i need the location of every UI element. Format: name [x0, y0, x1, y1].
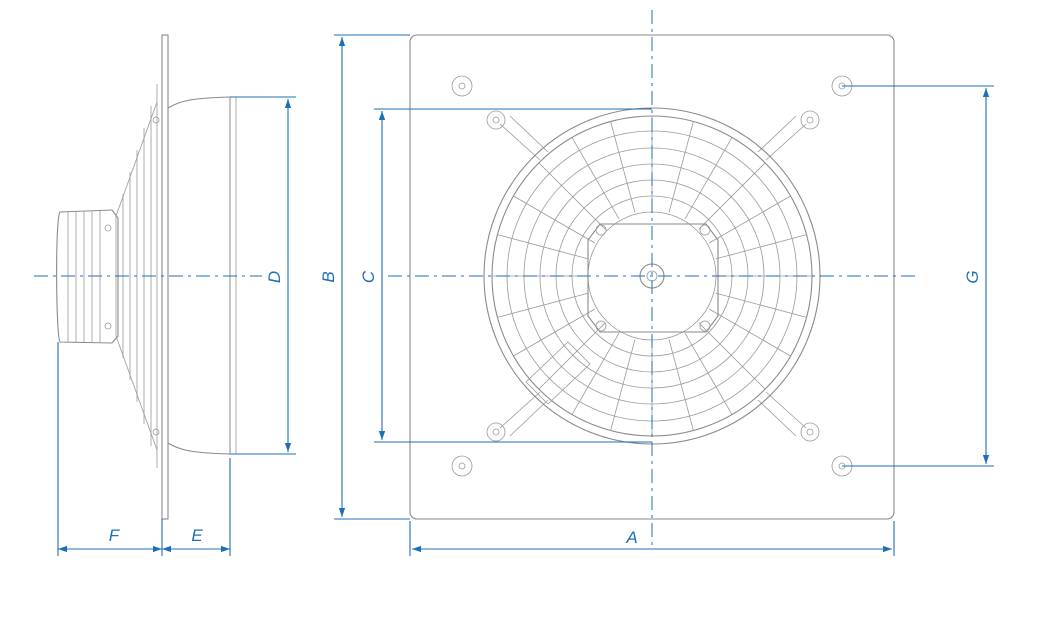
fan-guard-spokes [492, 116, 812, 436]
guard-spoke [698, 162, 766, 230]
guard-spoke [715, 292, 807, 318]
side-mounting-plate [161, 34, 169, 520]
guard-spoke [715, 234, 807, 260]
guard-spoke [497, 234, 589, 260]
guard-spoke [610, 121, 636, 213]
dimension-C-label: C [359, 270, 378, 283]
guard-spoke [571, 137, 620, 220]
guard-support-struts [486, 110, 820, 442]
dimension-A-label: A [625, 528, 637, 547]
guard-spoke [698, 322, 766, 390]
guard-spoke [497, 292, 589, 318]
guard-spoke [684, 332, 733, 415]
front-mounting-plate [409, 34, 895, 520]
dimension-E-label: E [191, 526, 203, 545]
dimension-F-label: F [109, 526, 121, 545]
front-view: B C G A [319, 10, 994, 556]
guard-spoke [668, 339, 694, 431]
guard-spoke [538, 162, 606, 230]
guard-spoke [513, 308, 596, 357]
guard-spoke [538, 322, 606, 390]
guard-rib-frame [115, 101, 158, 451]
guard-spoke [708, 308, 791, 357]
guard-spoke [610, 339, 636, 431]
side-view: D F E [34, 34, 296, 556]
guard-spoke [571, 332, 620, 415]
terminal-box [525, 341, 591, 405]
dimension-D-label: D [265, 271, 284, 283]
dimension-B-label: B [319, 271, 338, 282]
dimension-G-label: G [963, 270, 982, 283]
guard-spoke [668, 121, 694, 213]
guard-spoke [684, 137, 733, 220]
motor-hub [587, 223, 719, 333]
guard-spoke [513, 195, 596, 244]
guard-spoke [708, 195, 791, 244]
side-motor [56, 209, 119, 344]
